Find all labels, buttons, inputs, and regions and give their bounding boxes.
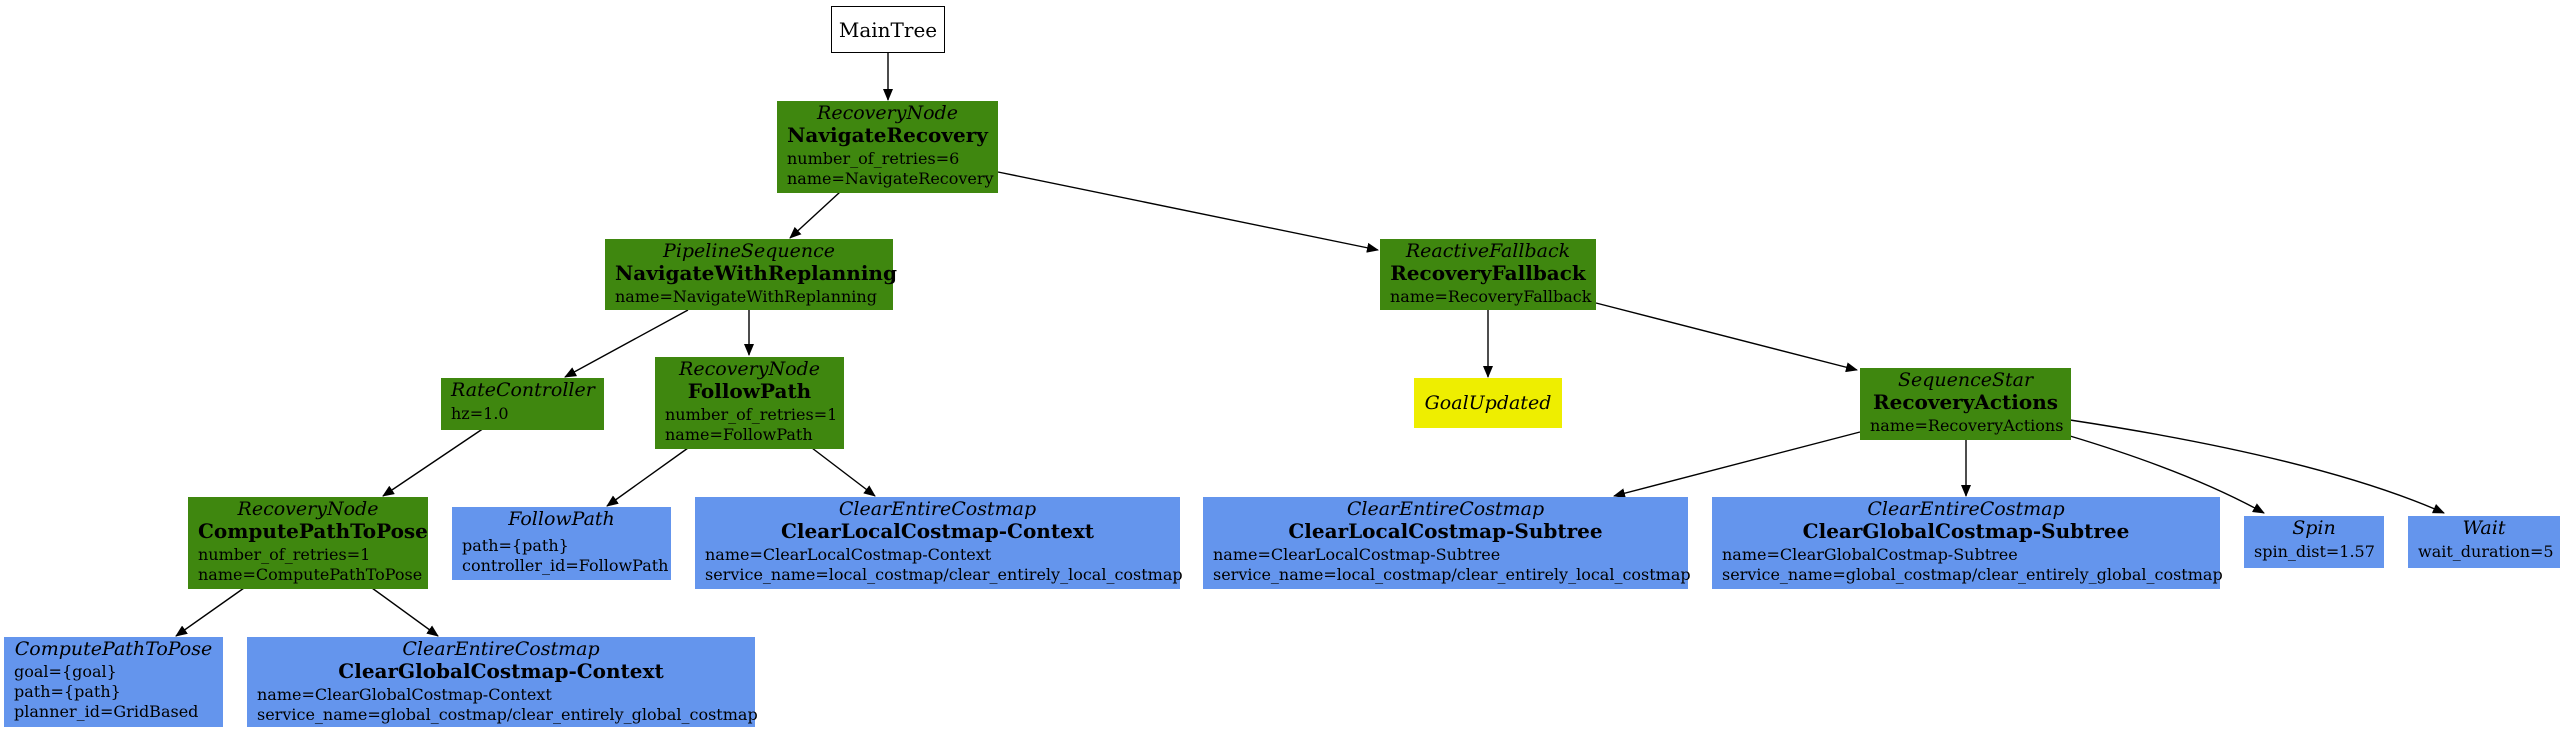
node-computepath-recovery: RecoveryNode ComputePathToPose number_of… bbox=[188, 497, 428, 589]
node-param: number_of_retries=6 bbox=[787, 149, 960, 168]
node-computepath-action: ComputePathToPose goal={goal} path={path… bbox=[4, 637, 223, 727]
node-clear-local-subtree: ClearEntireCostmap ClearLocalCostmap-Sub… bbox=[1203, 497, 1691, 589]
node-clear-global-context: ClearEntireCostmap ClearGlobalCostmap-Co… bbox=[247, 637, 758, 727]
node-type: RecoveryNode bbox=[817, 102, 958, 124]
node-type: Spin bbox=[2292, 517, 2336, 539]
node-type: SequenceStar bbox=[1897, 369, 2034, 391]
node-param: name=NavigateWithReplanning bbox=[615, 287, 877, 306]
edge-navigatewithreplanning-ratecontroller bbox=[564, 309, 689, 378]
node-recovery-fallback: ReactiveFallback RecoveryFallback name=R… bbox=[1380, 239, 1596, 310]
node-type: PipelineSequence bbox=[663, 240, 835, 262]
node-type: RecoveryNode bbox=[679, 358, 820, 380]
node-type: FollowPath bbox=[508, 508, 615, 530]
node-type: ClearEntireCostmap bbox=[838, 498, 1037, 520]
node-param: controller_id=FollowPath bbox=[462, 556, 669, 575]
node-type: Wait bbox=[2462, 517, 2506, 539]
node-param: service_name=local_costmap/clear_entirel… bbox=[1213, 565, 1691, 584]
node-clear-global-subtree: ClearEntireCostmap ClearGlobalCostmap-Su… bbox=[1712, 497, 2223, 589]
node-param: name=RecoveryFallback bbox=[1390, 287, 1592, 306]
node-param: goal={goal} bbox=[14, 662, 117, 681]
node-type: ComputePathToPose bbox=[14, 638, 213, 660]
node-navigate-with-replanning: PipelineSequence NavigateWithReplanning … bbox=[605, 239, 897, 310]
node-param: spin_dist=1.57 bbox=[2254, 542, 2375, 561]
node-type: ClearEntireCostmap bbox=[1867, 498, 2065, 520]
node-maintree: MainTree bbox=[831, 6, 945, 53]
edge-ratecontroller-computepathtopose bbox=[382, 427, 485, 497]
edge-recoveryactions-wait bbox=[2069, 419, 2445, 514]
node-param: name=FollowPath bbox=[665, 425, 813, 444]
node-param: name=ClearGlobalCostmap-Context bbox=[257, 685, 552, 704]
node-type: RateController bbox=[451, 379, 595, 401]
node-name: ClearLocalCostmap-Subtree bbox=[1288, 519, 1603, 543]
node-name: ClearLocalCostmap-Context bbox=[781, 519, 1094, 543]
node-param: name=ComputePathToPose bbox=[198, 565, 423, 584]
node-type: ClearEntireCostmap bbox=[402, 638, 600, 660]
edge-computepath-clearglobalcontext bbox=[371, 587, 439, 637]
edge-navigaterecovery-navigatewithreplanning bbox=[789, 191, 841, 239]
node-param: hz=1.0 bbox=[451, 404, 509, 423]
node-spin: Spin spin_dist=1.57 bbox=[2244, 516, 2384, 568]
node-name: ClearGlobalCostmap-Subtree bbox=[1802, 519, 2130, 543]
maintree-label: MainTree bbox=[838, 17, 938, 42]
node-navigate-recovery: RecoveryNode NavigateRecovery number_of_… bbox=[777, 101, 998, 193]
node-followpath-action: FollowPath path={path} controller_id=Fol… bbox=[452, 507, 671, 580]
node-rate-controller: RateController hz=1.0 bbox=[441, 378, 604, 430]
node-type: ReactiveFallback bbox=[1405, 240, 1571, 262]
node-param: wait_duration=5 bbox=[2418, 542, 2554, 561]
node-param: path={path} bbox=[14, 682, 121, 701]
node-param: name=ClearGlobalCostmap-Subtree bbox=[1722, 545, 2018, 564]
edge-recoveryactions-spin bbox=[2069, 435, 2265, 514]
node-clear-local-context: ClearEntireCostmap ClearLocalCostmap-Con… bbox=[695, 497, 1183, 589]
node-param: name=ClearLocalCostmap-Subtree bbox=[1213, 545, 1501, 564]
node-wait: Wait wait_duration=5 bbox=[2408, 516, 2560, 568]
edge-navigaterecovery-recoveryfallback bbox=[997, 171, 1379, 253]
node-param: path={path} bbox=[462, 536, 569, 555]
edge-recoveryfallback-recoveryactions bbox=[1595, 302, 1858, 373]
node-name: NavigateRecovery bbox=[787, 123, 988, 147]
node-param: number_of_retries=1 bbox=[198, 545, 371, 564]
node-param: name=ClearLocalCostmap-Context bbox=[705, 545, 992, 564]
node-param: number_of_retries=1 bbox=[665, 405, 838, 424]
node-type: ClearEntireCostmap bbox=[1346, 498, 1545, 520]
node-param: planner_id=GridBased bbox=[14, 702, 199, 721]
node-goal-updated: GoalUpdated bbox=[1414, 378, 1562, 428]
node-recovery-actions: SequenceStar RecoveryActions name=Recove… bbox=[1860, 368, 2071, 440]
edge-followpath-followpathaction bbox=[606, 447, 689, 507]
node-type: GoalUpdated bbox=[1424, 391, 1552, 414]
node-param: name=NavigateRecovery bbox=[787, 169, 994, 188]
node-param: service_name=local_costmap/clear_entirel… bbox=[705, 565, 1183, 584]
node-param: service_name=global_costmap/clear_entire… bbox=[257, 705, 758, 724]
node-name: ClearGlobalCostmap-Context bbox=[338, 659, 664, 683]
node-param: name=RecoveryActions bbox=[1870, 416, 2064, 435]
node-name: RecoveryFallback bbox=[1390, 261, 1586, 285]
node-name: RecoveryActions bbox=[1872, 390, 2059, 414]
node-name: ComputePathToPose bbox=[198, 519, 428, 543]
node-name: FollowPath bbox=[687, 379, 812, 403]
node-type: RecoveryNode bbox=[237, 498, 379, 520]
edge-computepath-computepathaction bbox=[175, 587, 245, 637]
node-followpath-recovery: RecoveryNode FollowPath number_of_retrie… bbox=[655, 357, 844, 449]
node-name: NavigateWithReplanning bbox=[615, 261, 897, 285]
node-param: service_name=global_costmap/clear_entire… bbox=[1722, 565, 2223, 584]
edge-recoveryactions-clearlocalsubtree bbox=[1613, 431, 1861, 499]
edge-followpath-clearlocalcontext bbox=[811, 447, 876, 497]
